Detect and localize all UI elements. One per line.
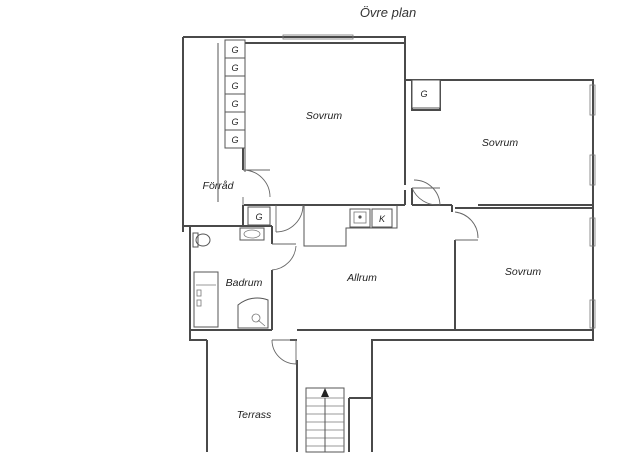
closet-box-hall [247,206,271,226]
kitchen-box [371,208,393,228]
room-label-terrass: Terrass [237,409,272,421]
closet-box [224,129,246,149]
room-label-badrum: Badrum [226,277,263,289]
shower-icon [237,297,269,329]
toilet-tank-icon [192,232,199,248]
bathroom-sink-icon [239,227,265,241]
toilet-icon [195,233,211,247]
closet-label: G [420,89,427,99]
closet-label: G [255,212,262,222]
room-label-forrad: Förråd [203,180,235,192]
doors [242,169,479,365]
staircase [305,387,345,453]
drain-icon [358,215,362,219]
room-label-sovrum-1: Sovrum [306,110,342,122]
room-label-allrum: Allrum [346,272,377,284]
room-label-sovrum-2: Sovrum [482,137,518,149]
closet-label: G [231,99,238,109]
stair-arrow-icon [321,388,329,397]
closet-label: G [231,135,238,145]
closet-label: G [231,45,238,55]
plan-title: Övre plan [360,5,416,20]
closet-label: G [231,63,238,73]
washer-icon [193,271,219,328]
closet-label: G [231,117,238,127]
closet-label: G [231,81,238,91]
kitchen-label: K [379,214,386,224]
closet-column: G G G G G G [224,39,246,149]
room-label-sovrum-3: Sovrum [505,266,541,278]
kitchenette: K [349,208,393,228]
windows [282,34,596,329]
bathroom-fixtures [192,227,269,329]
closet-box-bedroom-2 [411,79,441,109]
